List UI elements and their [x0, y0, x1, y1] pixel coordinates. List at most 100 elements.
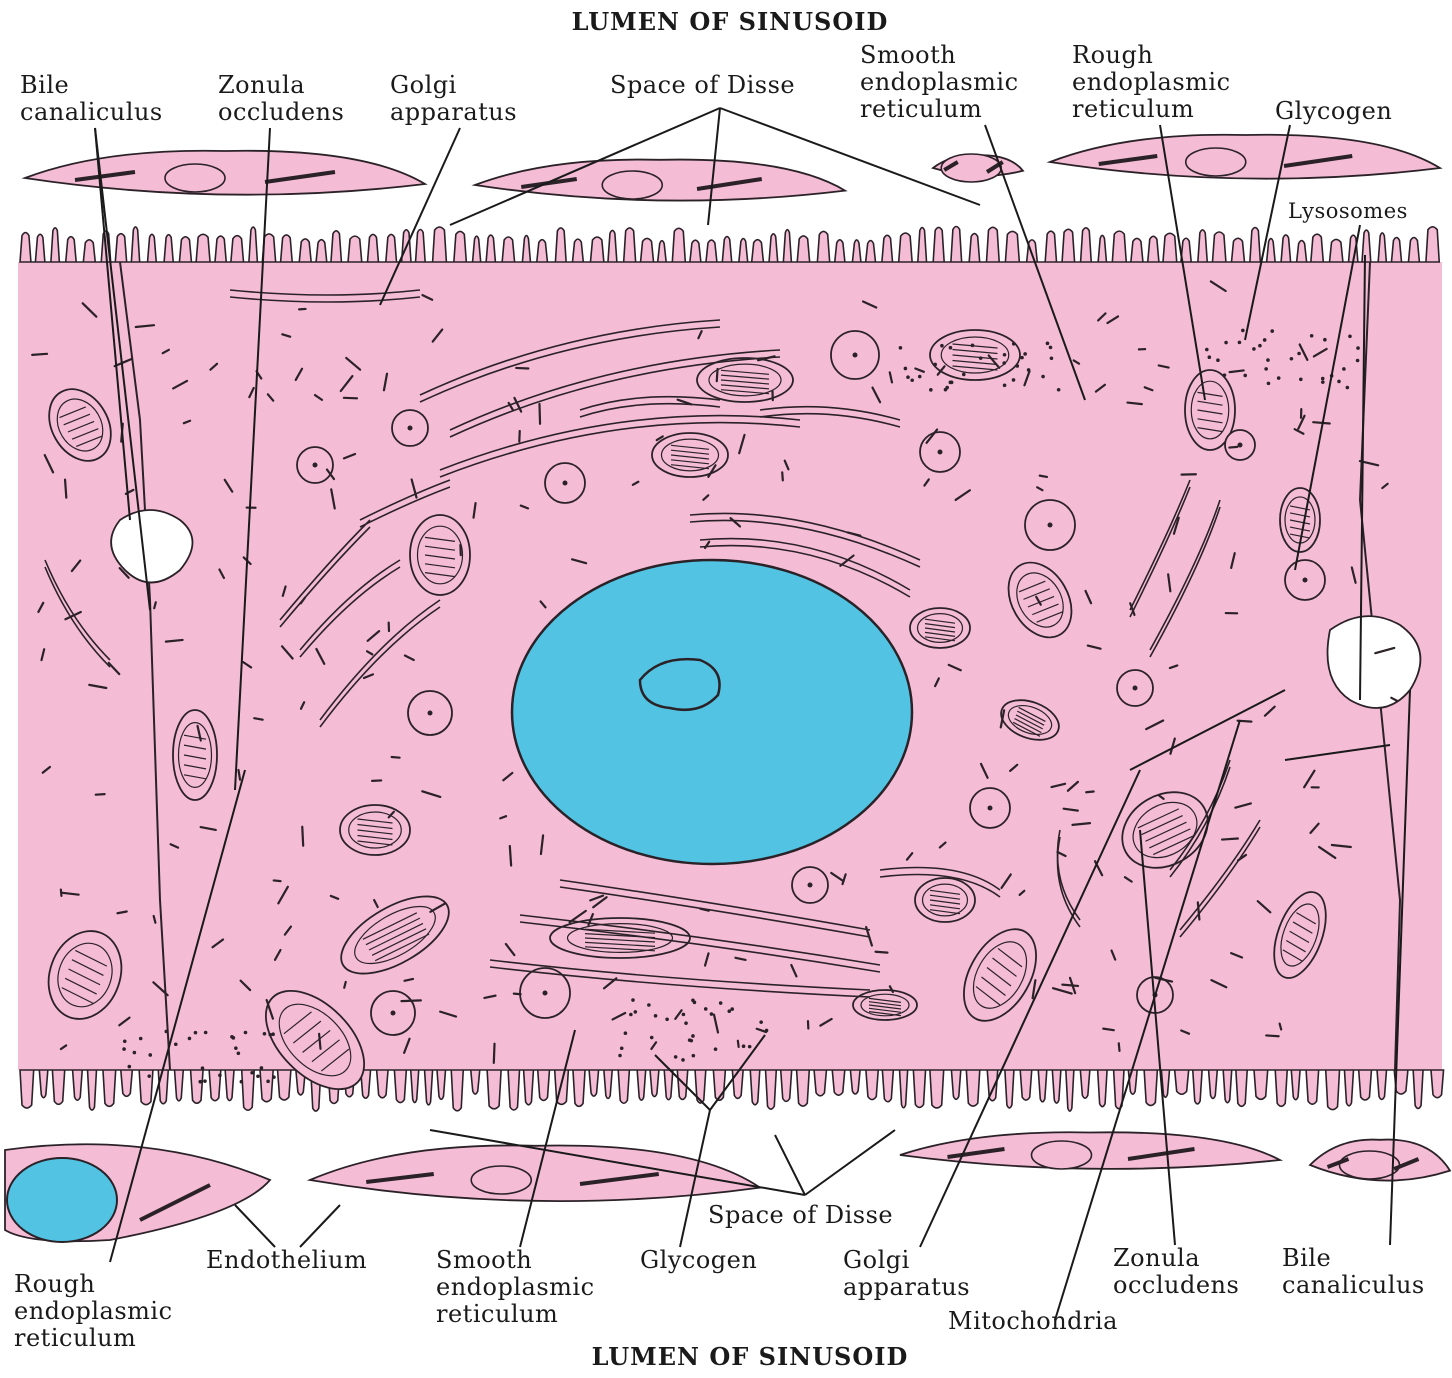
glycogen-granule — [148, 1053, 152, 1057]
glycogen-granule — [1027, 368, 1031, 372]
glycogen-granule — [971, 344, 975, 348]
glycogen-granule — [674, 1055, 678, 1059]
glycogen-granule — [714, 1047, 718, 1051]
smooth-er-tubule — [516, 368, 528, 369]
label-zonula-occludens-bottom: Zonula occludens — [1113, 1245, 1239, 1299]
glycogen-granule — [204, 1031, 208, 1035]
smooth-er-tubule — [238, 770, 240, 780]
label-lysosomes: Lysosomes — [1288, 198, 1408, 225]
glycogen-granule — [1057, 388, 1061, 392]
glycogen-granule — [665, 1017, 669, 1021]
glycogen-granule — [256, 1075, 260, 1079]
smooth-er-tubule — [1266, 1035, 1278, 1036]
glycogen-granule — [1241, 329, 1245, 333]
smooth-er-tubule — [401, 1000, 420, 1001]
glycogen-granule — [240, 1080, 244, 1084]
smooth-er-tubule — [344, 982, 346, 988]
smooth-er-tubule — [274, 880, 281, 881]
glycogen-granule — [1356, 346, 1360, 350]
label-zonula-occludens-top: Zonula occludens — [218, 72, 344, 126]
glycogen-granule — [710, 1012, 714, 1016]
vesicle-core — [988, 806, 993, 811]
glycogen-granule — [730, 1007, 734, 1011]
mitochondrion — [910, 608, 970, 648]
smooth-er-tubule — [514, 994, 521, 995]
glycogen-granule — [1252, 347, 1256, 351]
endothelial-nucleus — [7, 1158, 117, 1242]
glycogen-granule — [681, 1058, 685, 1062]
glycogen-granule — [1290, 357, 1294, 361]
glycogen-granule — [899, 346, 903, 350]
mitochondrion — [915, 878, 975, 922]
microvilli-top — [20, 226, 1440, 262]
glycogen-granule — [1238, 341, 1242, 345]
glycogen-granule — [1243, 374, 1247, 378]
label-bile-canaliculus-bottom: Bile canaliculus — [1282, 1245, 1425, 1299]
mitochondrion — [550, 918, 690, 958]
glycogen-granule — [1297, 352, 1301, 356]
glycogen-granule — [1299, 378, 1303, 382]
glycogen-granule — [1270, 329, 1274, 333]
glycogen-granule — [906, 375, 910, 379]
glycogen-granule — [634, 1010, 638, 1014]
label-smooth-er-bottom: Smooth endoplasmic reticulum — [436, 1247, 595, 1328]
smooth-er-tubule — [1103, 1029, 1113, 1031]
mitochondrion — [652, 433, 728, 477]
glycogen-granule — [218, 1073, 222, 1077]
glycogen-granule — [1208, 355, 1212, 359]
glycogen-granule — [271, 1032, 275, 1036]
label-bile-canaliculus-top: Bile canaliculus — [20, 72, 163, 126]
glycogen-granule — [1277, 376, 1281, 380]
smooth-er-tubule — [1062, 985, 1078, 986]
glycogen-granule — [1046, 342, 1050, 346]
glycogen-granule — [234, 1046, 238, 1050]
vesicle-core — [313, 463, 318, 468]
vesicle-core — [1133, 686, 1138, 691]
glycogen-granule — [691, 1034, 695, 1038]
mitochondrion — [173, 710, 217, 800]
smooth-er-tubule — [302, 827, 303, 846]
glycogen-granule — [650, 1036, 654, 1040]
glycogen-granule — [1321, 377, 1325, 381]
glycogen-granule — [1323, 338, 1327, 342]
vesicle-core — [543, 991, 548, 996]
glycogen-granule — [742, 1044, 746, 1048]
smooth-er-tubule — [1222, 839, 1238, 840]
smooth-er-tubule — [1040, 476, 1047, 477]
smooth-er-tubule — [392, 757, 400, 758]
glycogen-granule — [260, 1066, 264, 1070]
glycogen-granule — [1041, 375, 1045, 379]
glycogen-granule — [647, 1003, 651, 1007]
glycogen-granule — [266, 1080, 270, 1084]
label-endothelium: Endothelium — [206, 1247, 367, 1274]
glycogen-granule — [1267, 382, 1271, 386]
glycogen-granule — [1346, 386, 1350, 390]
glycogen-granule — [949, 346, 953, 350]
smooth-er-tubule — [319, 1034, 320, 1049]
label-golgi-top: Golgi apparatus — [390, 72, 517, 126]
glycogen-granule — [272, 1075, 276, 1079]
mitochondrion — [340, 805, 410, 855]
glycogen-granule — [1205, 348, 1209, 352]
leader-line — [300, 1205, 340, 1247]
label-golgi-bottom: Golgi apparatus — [843, 1247, 970, 1301]
glycogen-granule — [1012, 342, 1016, 346]
smooth-er-tubule — [876, 952, 888, 953]
glycogen-granule — [1012, 378, 1016, 382]
vesicle-core — [563, 481, 568, 486]
smooth-er-tubule — [254, 718, 262, 720]
glycogen-granule — [1050, 356, 1054, 360]
glycogen-granule — [1049, 346, 1053, 350]
glycogen-granule — [165, 1030, 169, 1034]
glycogen-granule — [979, 356, 983, 360]
glycogen-granule — [933, 363, 937, 367]
smooth-er-tubule — [1119, 1043, 1120, 1051]
glycogen-granule — [133, 1051, 137, 1055]
smooth-er-tubule — [65, 480, 66, 498]
vesicle-core — [408, 426, 413, 431]
smooth-er-tubule — [494, 1044, 495, 1063]
smooth-er-tubule — [96, 794, 105, 795]
glycogen-granule — [174, 1042, 178, 1046]
glycogen-granule — [203, 1079, 207, 1083]
